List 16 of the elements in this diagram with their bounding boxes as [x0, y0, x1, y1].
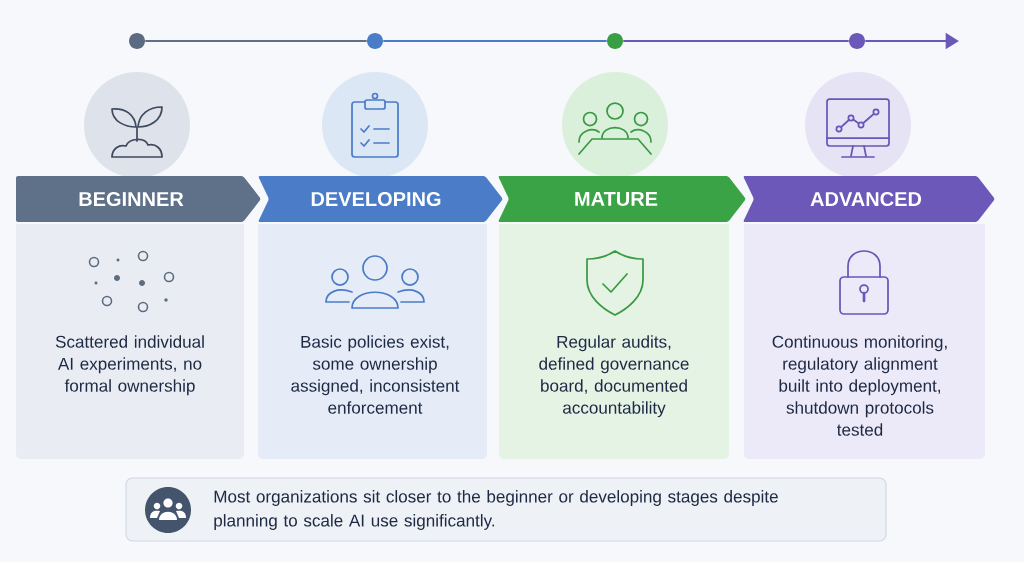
timeline-line	[622, 40, 850, 42]
timeline-dot	[129, 33, 145, 49]
stage-banner: BEGINNER	[16, 176, 261, 222]
timeline-dot	[607, 33, 623, 49]
stage-card: Basic policies exist, some ownership assigned, inconsistent enforcement	[258, 224, 487, 459]
timeline-line	[144, 40, 368, 42]
timeline-dot	[367, 33, 383, 49]
stage-card: Scattered individual AI experiments, no formal ownership	[16, 224, 244, 459]
timeline-dot	[849, 33, 865, 49]
timeline-line	[382, 40, 608, 42]
stage-card: Continuous monitoring, regulatory alignment built into deployment, shutdown protocols tested	[744, 224, 985, 459]
stage-banner: MATURE	[498, 176, 746, 222]
stage-card: Regular audits, defined governance board, documented accountability	[499, 224, 729, 459]
note-box: Most organizations sit closer to the beginner or developing stages despite planning to scale AI use significantly.	[125, 477, 887, 542]
stage-banner: ADVANCED	[743, 176, 995, 222]
stage-banner: DEVELOPING	[258, 176, 503, 222]
